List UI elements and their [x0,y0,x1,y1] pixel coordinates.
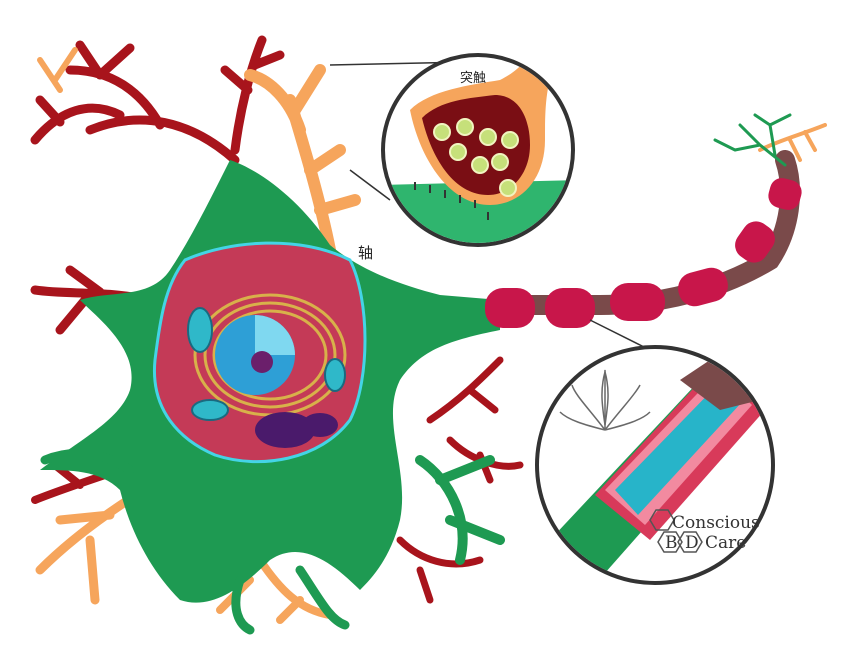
logo-line2: Care [705,533,746,553]
nucleolus [251,351,273,373]
logo-line1: Conscious [672,513,760,533]
synapse-inset: 突触 [330,55,580,260]
logo-monogram-b: B [665,533,678,553]
cell-interior [154,243,365,462]
logo-monogram-d: D [685,533,699,553]
axon-label: 轴 [358,244,373,262]
synapse-label: 突触 [460,70,486,86]
